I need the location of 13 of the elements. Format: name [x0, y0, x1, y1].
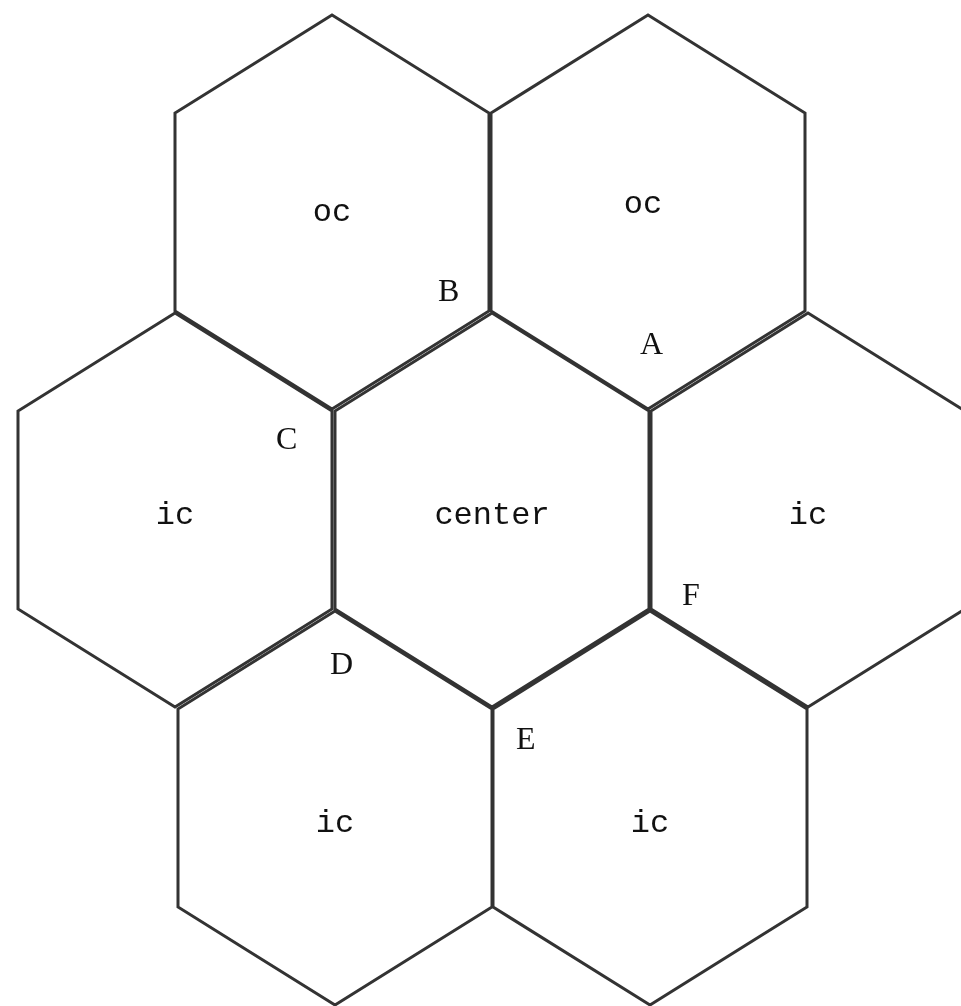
vertex-label: A — [640, 325, 664, 362]
vertex-label: C — [276, 420, 298, 457]
vertex-label: B — [438, 272, 460, 309]
cell-label: ic — [315, 804, 355, 842]
vertex-label: E — [516, 720, 536, 757]
cell-label: ic — [630, 804, 670, 842]
cell-label: ic — [155, 496, 195, 534]
cell-label: oc — [623, 185, 663, 223]
cell-label: oc — [312, 193, 352, 231]
vertex-label: F — [682, 576, 700, 613]
cell-label: ic — [788, 496, 828, 534]
cell-label: center — [434, 496, 550, 534]
vertex-label: D — [330, 645, 354, 682]
